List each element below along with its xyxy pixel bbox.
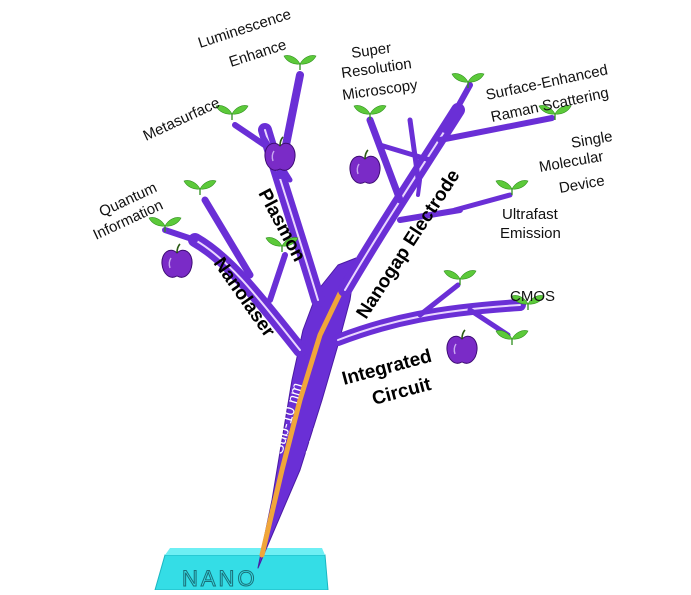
nano-base-label: NANO xyxy=(182,566,258,590)
leaf-cluster-luminescence xyxy=(283,54,317,71)
label-molecular: Molecular xyxy=(538,148,605,176)
label-ultrafast: Ultrafast xyxy=(502,206,559,223)
leaf-cluster-ultrafast xyxy=(495,179,529,196)
apple-nanolaser xyxy=(161,243,193,279)
apple-nanogap xyxy=(349,149,381,185)
leaf-cluster-sers xyxy=(451,72,485,89)
apple-integrated xyxy=(446,329,478,365)
leaf-cluster-quantum-2 xyxy=(148,216,182,233)
label-single: Single xyxy=(570,128,614,152)
leaf-cluster-super-resolution xyxy=(353,104,387,121)
trunk-core-stripe xyxy=(259,282,347,558)
leaf-cluster-quantum xyxy=(183,179,217,196)
label-enhance: Enhance xyxy=(227,36,289,70)
label-metasurface: Metasurface xyxy=(141,94,223,144)
label-microscopy: Microscopy xyxy=(341,77,419,104)
tree-trunk xyxy=(257,257,357,569)
nano-base-block: NANO xyxy=(154,548,329,592)
leaf-cluster-integrated xyxy=(443,269,477,286)
label-device: Device xyxy=(558,172,606,197)
label-cmos: CMOS xyxy=(510,288,555,305)
leaf-cluster-cmos-2 xyxy=(495,329,529,346)
label-super: Super xyxy=(350,40,392,62)
label-emission: Emission xyxy=(500,225,561,242)
tree-branches xyxy=(162,71,555,569)
